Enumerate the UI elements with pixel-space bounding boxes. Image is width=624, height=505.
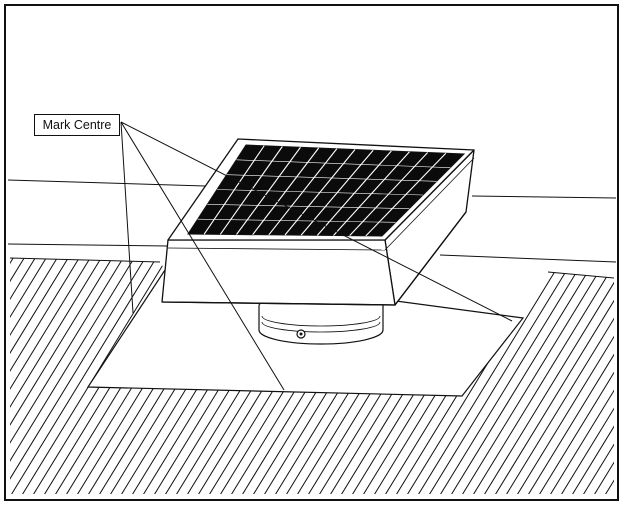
solar-panel-icon bbox=[187, 144, 466, 237]
mark-centre-label: Mark Centre bbox=[34, 114, 120, 136]
leader-lines bbox=[120, 121, 513, 391]
roof-edge bbox=[9, 257, 161, 263]
background-lines bbox=[7, 179, 617, 263]
roof-edge-right bbox=[547, 271, 615, 279]
